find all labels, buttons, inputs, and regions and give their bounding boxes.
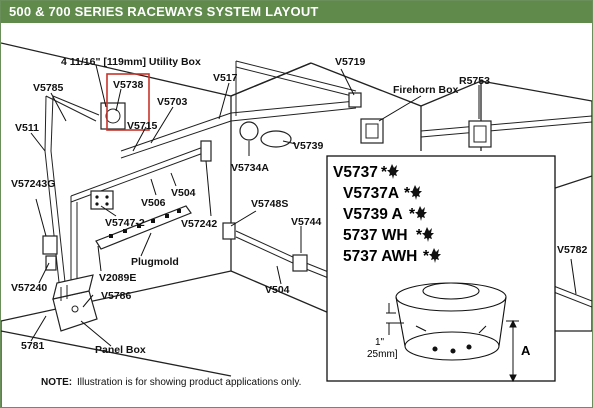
label-plugmold: Plugmold bbox=[131, 256, 179, 268]
inset-part-list: V5737 * V5737A * V5739 A * 5737 WH * 573… bbox=[333, 164, 430, 265]
inset-item-4-mark: * bbox=[416, 227, 423, 244]
label-v504-a: V504 bbox=[171, 187, 196, 199]
label-v517: V517 bbox=[213, 72, 238, 84]
highlight-box bbox=[106, 73, 150, 131]
label-v57243g: V57243G bbox=[11, 178, 55, 190]
inset-item-1: V5737 bbox=[333, 164, 378, 181]
label-v57240: V57240 bbox=[11, 282, 47, 294]
label-v57242: V57242 bbox=[181, 218, 217, 230]
label-v506: V506 bbox=[141, 197, 166, 209]
label-v5782: V5782 bbox=[557, 244, 588, 256]
maple-leaf-icon bbox=[415, 206, 427, 221]
label-v511: V511 bbox=[15, 122, 39, 134]
label-v5747-2: V5747-2 bbox=[105, 217, 145, 229]
fixture-drawing bbox=[395, 282, 507, 361]
inset-item-5: 5737 AWH bbox=[343, 248, 417, 265]
label-utility-box: 4 11/16" [119mm] Utility Box bbox=[61, 56, 201, 68]
label-v5739: V5739 bbox=[293, 140, 324, 152]
inset-item-2: V5737A bbox=[343, 185, 399, 202]
label-5781: 5781 bbox=[21, 340, 45, 352]
note: NOTE: Illustration is for showing produc… bbox=[41, 377, 301, 388]
label-panel-box: Panel Box bbox=[95, 344, 146, 356]
label-v5785: V5785 bbox=[33, 82, 64, 94]
diagram-labels: 4 11/16" [119mm] Utility Box V5785 V5738… bbox=[11, 56, 588, 356]
page-title: 500 & 700 SERIES RACEWAYS SYSTEM LAYOUT bbox=[9, 4, 319, 19]
inset-item-3: V5739 A bbox=[343, 206, 403, 223]
label-v504-b: V504 bbox=[265, 284, 290, 296]
inset-item-5-mark: * bbox=[423, 248, 430, 265]
inset-panel: V5737 * V5737A * V5739 A * 5737 WH * 573… bbox=[326, 155, 556, 383]
dimension-a: A bbox=[521, 343, 531, 358]
maple-leaf-icon bbox=[387, 164, 399, 179]
inset-item-1-mark: * bbox=[381, 164, 388, 181]
dimension-inch: 1" bbox=[375, 337, 385, 348]
label-r5753: R5753 bbox=[459, 75, 490, 87]
maple-leaf-icon bbox=[422, 227, 434, 242]
label-v5786: V5786 bbox=[101, 290, 132, 302]
inset-item-2-mark: * bbox=[404, 185, 411, 202]
maple-leaf-icon bbox=[410, 185, 422, 200]
label-v5738: V5738 bbox=[113, 79, 144, 91]
label-v2089e: V2089E bbox=[99, 272, 136, 284]
leader-lines bbox=[30, 64, 577, 347]
label-v5734a: V5734A bbox=[231, 162, 269, 174]
inset-item-3-mark: * bbox=[409, 206, 416, 223]
dimension-mm: 25mm] bbox=[367, 349, 398, 360]
plugmold-strip bbox=[95, 205, 192, 250]
label-v5719: V5719 bbox=[335, 56, 366, 68]
label-v5744: V5744 bbox=[291, 216, 322, 228]
label-v5703: V5703 bbox=[157, 96, 188, 108]
maple-leaf-icons bbox=[387, 164, 441, 263]
dimension-lines bbox=[386, 303, 519, 383]
devices bbox=[42, 92, 492, 332]
label-v5748s: V5748S bbox=[251, 198, 288, 210]
note-prefix: NOTE: bbox=[41, 377, 72, 388]
title-bar: 500 & 700 SERIES RACEWAYS SYSTEM LAYOUT bbox=[1, 1, 592, 23]
maple-leaf-icon bbox=[429, 248, 441, 263]
label-firehorn-box: Firehorn Box bbox=[393, 84, 458, 96]
inset-item-4: 5737 WH bbox=[343, 227, 408, 244]
label-v5715: V5715 bbox=[127, 120, 158, 132]
note-text: Illustration is for showing product appl… bbox=[77, 377, 301, 388]
